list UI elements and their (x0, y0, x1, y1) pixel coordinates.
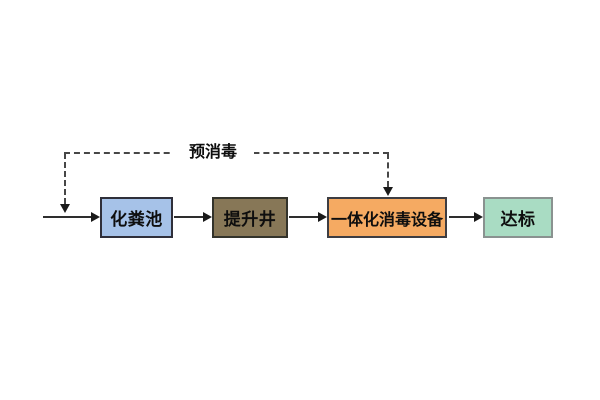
node-meets-standard: 达标 (483, 197, 553, 238)
arrowhead-right-integrated-to-standard-icon (474, 212, 483, 222)
arrowhead-right-inflow-icon (91, 212, 100, 222)
node-integrated-disinfection-equipment: 一体化消毒设备 (327, 197, 447, 238)
node-septic-tank: 化粪池 (100, 197, 173, 238)
arrowhead-down-left-icon (60, 204, 70, 213)
flow-line-inflow (43, 216, 92, 218)
arrowhead-right-septic-to-lift-icon (203, 212, 212, 222)
node-lift-well: 提升井 (212, 197, 288, 238)
pre-disinfection-right-drop-line (387, 153, 389, 187)
pre-disinfection-left-drop-line (64, 153, 66, 204)
pre-disinfection-label: 预消毒 (172, 143, 254, 162)
flow-line-lift-to-integrated (289, 216, 319, 218)
arrowhead-right-lift-to-integrated-icon (318, 212, 327, 222)
flow-line-septic-to-lift (174, 216, 204, 218)
arrowhead-down-right-icon (383, 187, 393, 196)
flow-line-integrated-to-standard (449, 216, 475, 218)
